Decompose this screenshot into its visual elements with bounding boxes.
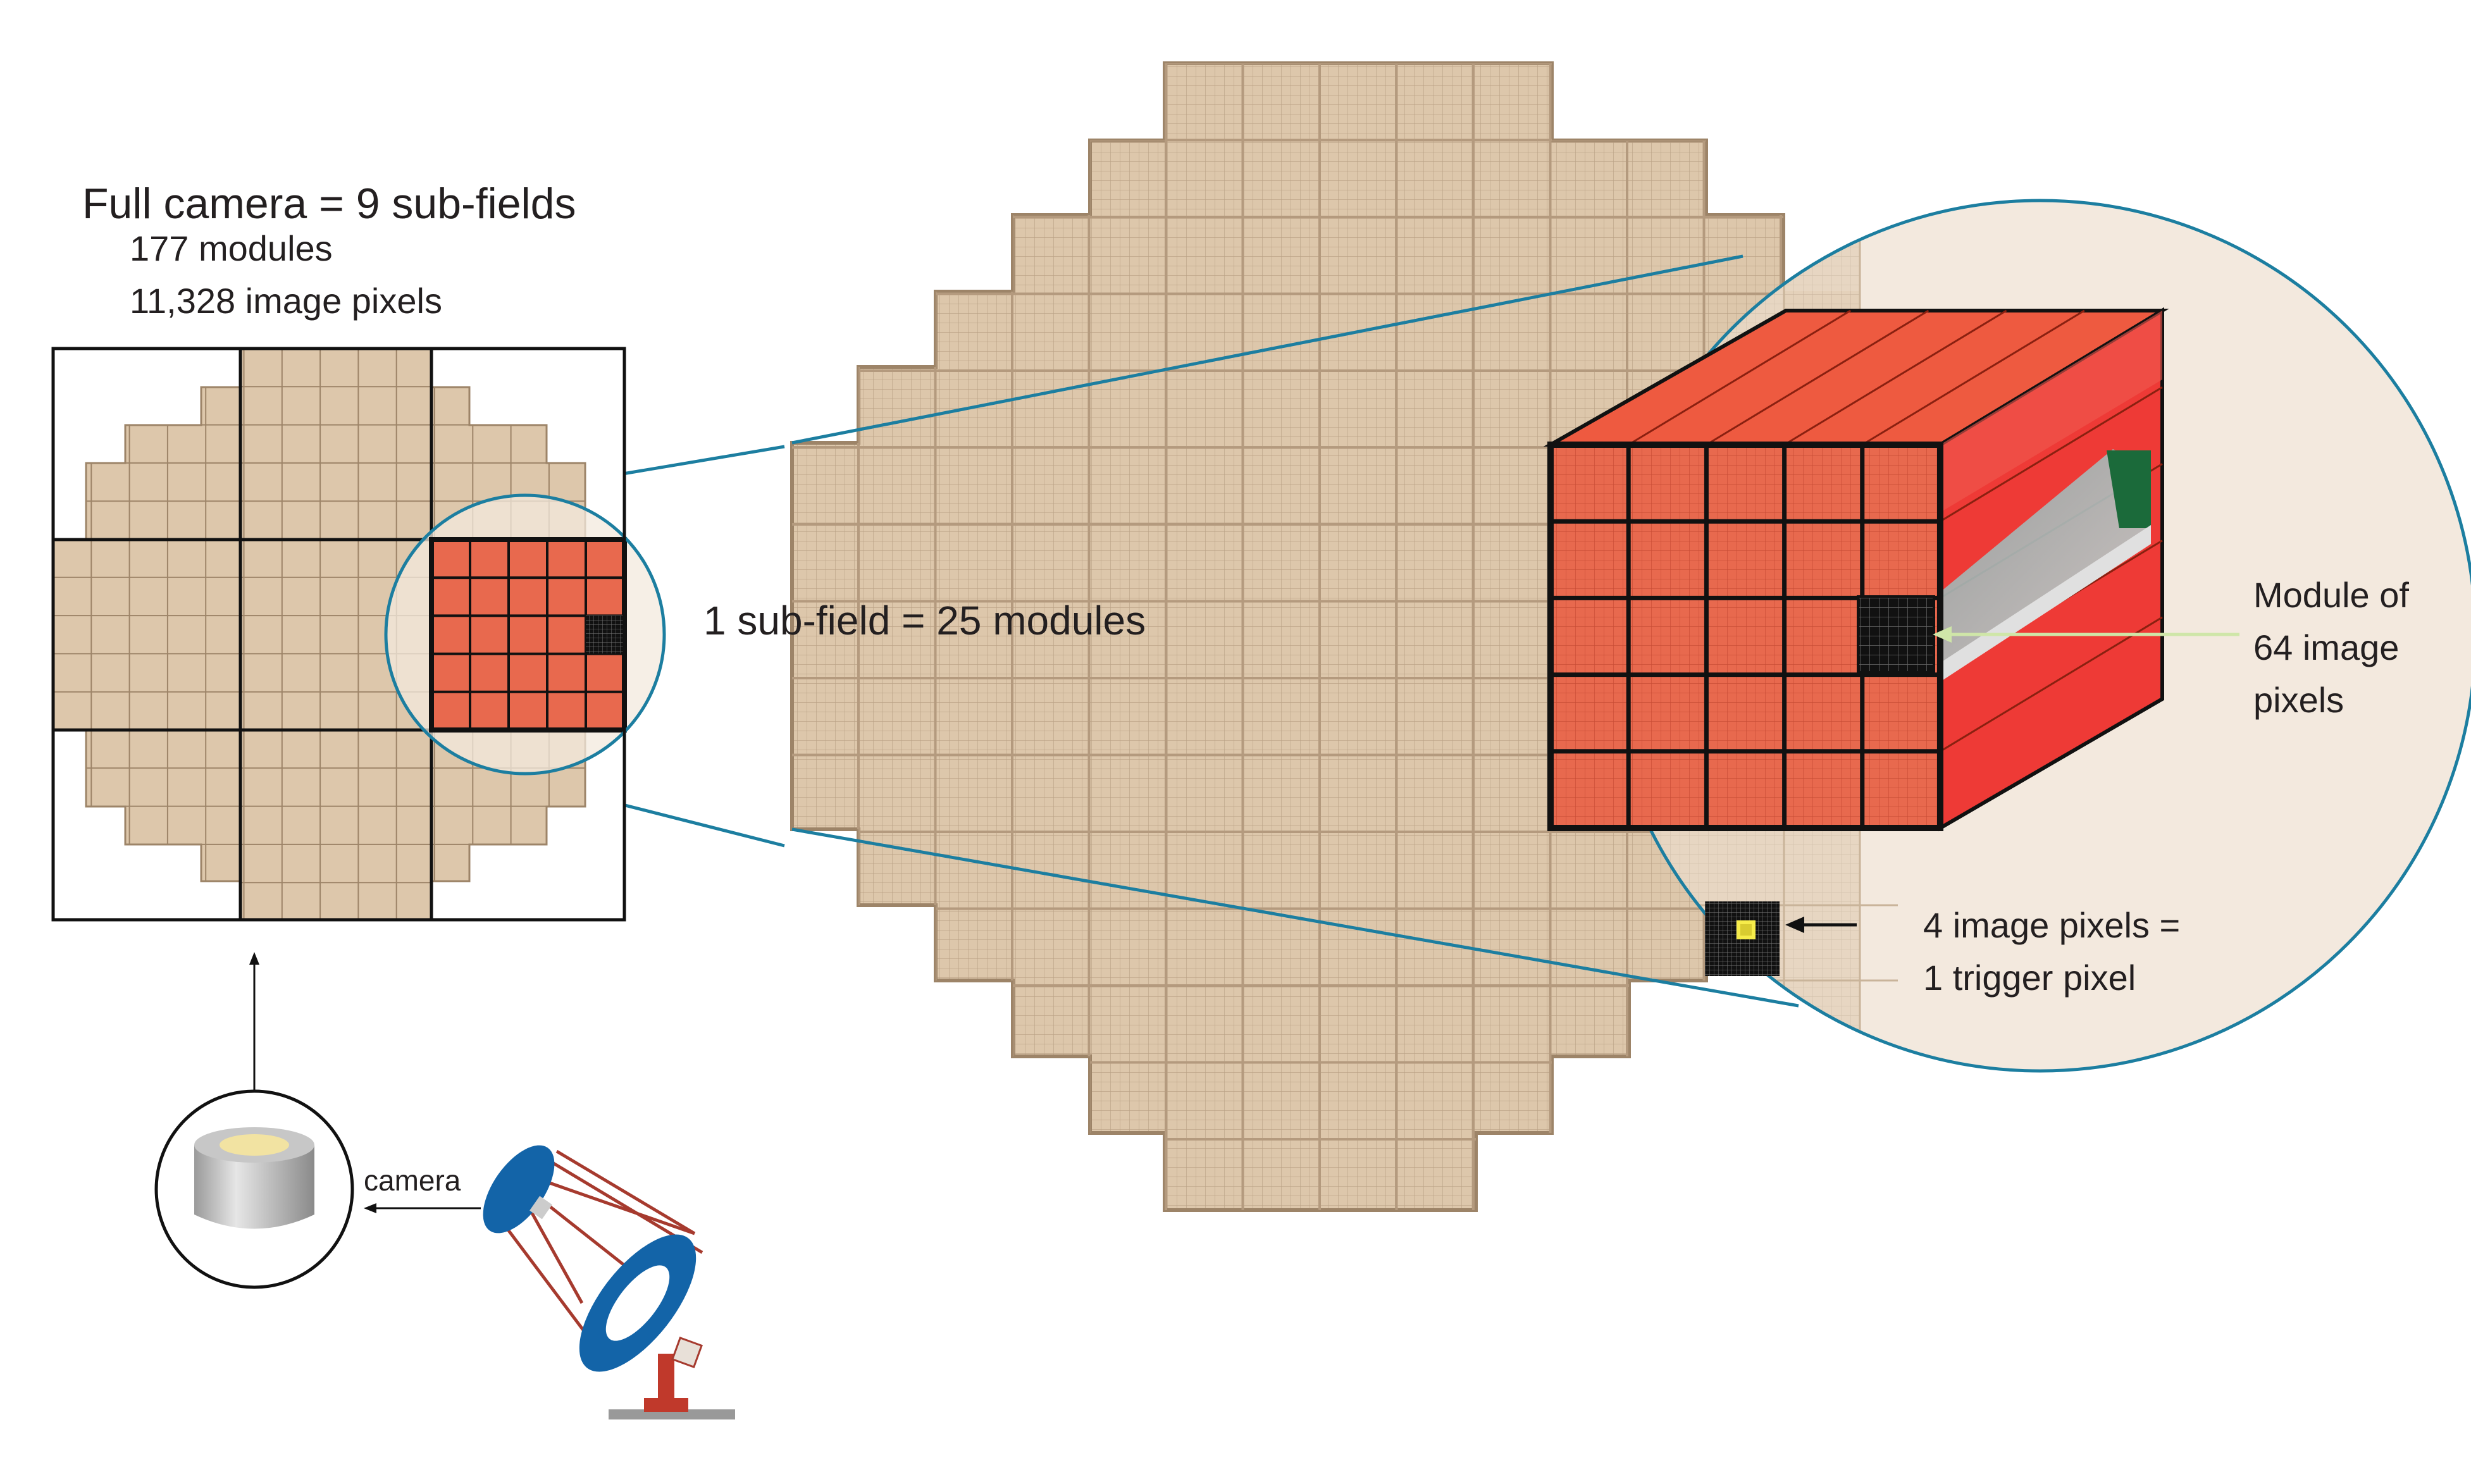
highlight-module <box>1857 595 1935 674</box>
modules-count-label: 177 modules <box>130 228 333 268</box>
trigger-pixel-module <box>1705 901 1780 976</box>
camera-arrowhead <box>364 1203 376 1213</box>
trigger-label-line2: 1 trigger pixel <box>1923 958 2136 998</box>
magnify-line-top <box>791 254 1743 445</box>
trigger-label-line1: 4 image pixels = <box>1923 905 2180 945</box>
magnify-line-bottom <box>791 827 1799 1008</box>
small-camera-diagram <box>51 347 666 922</box>
subfield-box-3d <box>1543 307 2169 832</box>
module-label-line2: 64 image <box>2253 628 2399 667</box>
pixels-count-label: 11,328 image pixels <box>130 281 442 321</box>
module-arrowhead <box>1933 626 1952 643</box>
full-camera-label: Full camera = 9 sub-fields <box>82 180 576 228</box>
full-focal-plane <box>790 61 1862 1212</box>
telescope-icon <box>483 1145 735 1419</box>
camera-up-arrowhead <box>249 952 259 965</box>
subfield-label: 1 sub-field = 25 modules <box>703 598 1146 643</box>
module-label-line1: Module of <box>2253 575 2409 615</box>
module-label-line3: pixels <box>2253 680 2344 720</box>
camera-label: camera <box>364 1164 461 1197</box>
camera-icon <box>154 1089 354 1289</box>
trigger-arrowhead <box>1785 917 1804 933</box>
